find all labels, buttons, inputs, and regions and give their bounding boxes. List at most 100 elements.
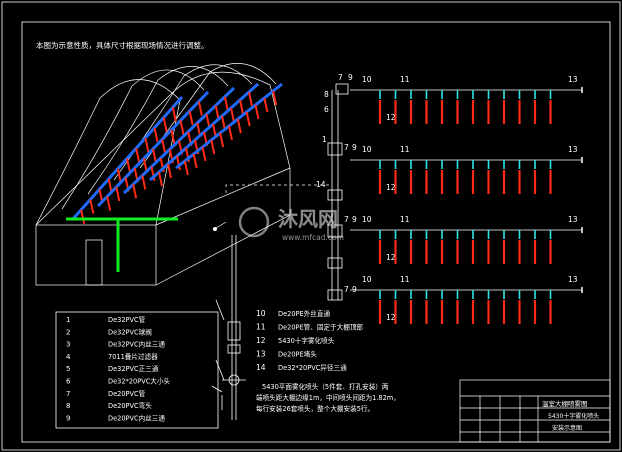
gh-nozzle <box>126 158 131 173</box>
row-callout: 10 <box>362 75 372 84</box>
gh-nozzle <box>141 175 147 190</box>
legend2-text: De20PE管、固定于大棚顶部 <box>278 323 363 332</box>
callout-7b: 7 <box>344 143 349 152</box>
legend2-num: 11 <box>256 323 266 332</box>
gh-nozzle <box>272 90 278 106</box>
gh-nozzle <box>158 171 163 187</box>
row-callout: 11 <box>400 215 410 224</box>
title-block-r1: 温室大棚喷雾图 <box>542 399 588 408</box>
legend-text: De20PVC管 <box>108 389 146 398</box>
desc-line-2: 端喷头距大棚边缘1m，中间喷头间距为1.82m， <box>256 393 400 402</box>
gh-nozzle <box>245 111 251 127</box>
gh-nozzle <box>167 163 172 179</box>
legend2-text: De20PE外丝直通 <box>278 309 330 318</box>
gh-nozzle <box>263 97 269 113</box>
row-callout: 13 <box>568 275 578 284</box>
row-callout: 13 <box>568 145 578 154</box>
gh-nozzle <box>116 168 122 183</box>
gh-nozzle <box>161 139 167 154</box>
gh-nozzle <box>188 110 194 126</box>
gh-nozzle <box>80 209 86 224</box>
callout-9: 9 <box>348 73 353 82</box>
row-callout: 11 <box>400 145 410 154</box>
legend-text: 7011叠片过滤器 <box>108 352 158 361</box>
gh-nozzle <box>89 199 95 214</box>
legend-num: 6 <box>66 378 71 386</box>
row-callout: 13 <box>568 215 578 224</box>
gh-nozzle <box>236 118 242 134</box>
legend-text: De20PVC弯头 <box>108 401 152 410</box>
row-callout: 12 <box>386 113 396 122</box>
gh-nozzle <box>183 160 189 176</box>
filter-assembly <box>211 235 246 420</box>
legend-num: 1 <box>66 316 70 324</box>
legend-num: 5 <box>66 365 70 373</box>
row-callout: 13 <box>568 75 578 84</box>
gh-nozzle <box>228 125 233 141</box>
callout-1: 1 <box>322 135 327 144</box>
gh-nozzle <box>171 107 177 122</box>
legend-text: De32PVC内丝三通 <box>108 340 165 349</box>
gh-nozzle <box>197 101 203 116</box>
gh-nozzle <box>239 99 244 115</box>
gh-nozzle <box>254 104 260 120</box>
legend-box <box>55 311 219 429</box>
callout-6: 6 <box>324 105 329 114</box>
row-callout: 10 <box>362 215 372 224</box>
leader-dot <box>213 227 217 231</box>
legend-text: De32PVC正三通 <box>108 364 159 373</box>
callout-9d: 9 <box>352 285 357 294</box>
gh-nozzle <box>230 107 235 123</box>
inner-frame <box>21 21 611 443</box>
gh-nozzle <box>176 155 181 171</box>
legend-num: 4 <box>66 353 71 361</box>
legend2-text: De20PE堵头 <box>278 350 317 359</box>
main-riser <box>327 83 349 301</box>
gh-nozzle <box>248 91 253 107</box>
legend-num: 8 <box>66 402 70 410</box>
row-callout: 12 <box>386 253 396 262</box>
row-callout: 12 <box>386 183 396 192</box>
leader-dashed <box>225 184 330 193</box>
greenhouse-pipes <box>66 82 283 272</box>
watermark-url: www.mfcad.com <box>282 233 344 242</box>
gh-nozzle <box>152 148 157 164</box>
callout-14: 14 <box>316 180 326 189</box>
title-block-r2: 5430十字雾化喷头 <box>548 412 599 420</box>
title-block <box>459 379 611 443</box>
row-callout: 10 <box>362 275 372 284</box>
gh-nozzle <box>192 153 198 169</box>
legend-text: De32PVC球阀 <box>108 327 152 336</box>
callout-7d: 7 <box>344 285 349 294</box>
gh-nozzle <box>219 132 225 148</box>
callout-9b: 9 <box>352 143 357 152</box>
gh-nozzle <box>106 196 112 211</box>
legend-text: De32PVC管 <box>108 315 146 324</box>
callout-8: 8 <box>324 90 329 99</box>
legend-num: 2 <box>66 328 70 336</box>
gh-nozzle <box>201 146 207 162</box>
legend2-num: 14 <box>256 363 266 372</box>
callout-7: 7 <box>338 73 343 82</box>
callout-9c: 9 <box>352 215 357 224</box>
legend-num: 7 <box>66 390 70 398</box>
legend2-num: 13 <box>256 350 266 359</box>
gh-nozzle <box>223 96 229 111</box>
gh-nozzle <box>210 139 216 155</box>
watermark-brand: 沐风网 <box>278 207 338 231</box>
gh-nozzle <box>115 186 121 202</box>
gh-nozzle <box>170 129 176 145</box>
row-callout: 12 <box>386 313 396 322</box>
greenhouse-drawing <box>35 63 291 286</box>
legend-text: De32*20PVC大小头 <box>108 377 170 386</box>
gh-nozzle <box>135 148 141 163</box>
legend2-text: 5430十字雾化喷头 <box>278 336 335 345</box>
legend2-text: De32*20PVC异径三通 <box>278 363 347 372</box>
gh-nozzle <box>214 105 220 120</box>
row-callout: 10 <box>362 145 372 154</box>
row-callout: 11 <box>400 275 410 284</box>
watermark: 沐风网 www.mfcad.com <box>238 206 344 242</box>
